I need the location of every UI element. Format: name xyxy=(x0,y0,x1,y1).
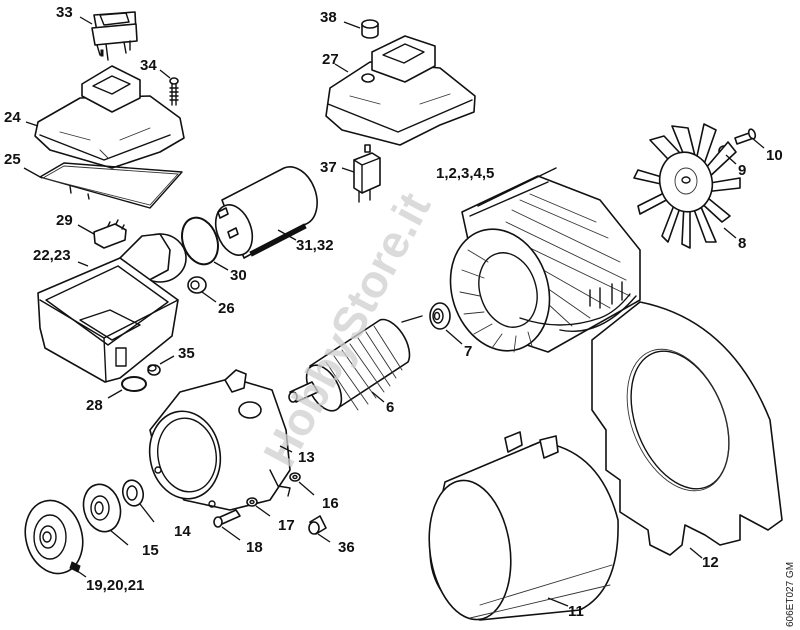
label-10: 10 xyxy=(766,147,783,164)
label-11: 11 xyxy=(568,603,584,620)
label-28: 28 xyxy=(86,397,103,414)
part-37-thermal-switch[interactable] xyxy=(353,144,381,203)
label-14: 14 xyxy=(174,523,191,540)
label-27: 27 xyxy=(322,51,339,68)
part-26-grommet[interactable] xyxy=(187,276,207,294)
part-38-cap[interactable] xyxy=(361,19,379,39)
label-24: 24 xyxy=(4,109,21,126)
label-1-5: 1,2,3,4,5 xyxy=(436,165,494,182)
part-8-fan-wheel[interactable] xyxy=(633,123,741,249)
drawing-code: 606ET027 GM xyxy=(785,562,796,627)
label-31-32: 31,32 xyxy=(296,237,334,254)
part-24-switch-cover[interactable] xyxy=(34,65,185,169)
label-19-20-21: 19,20,21 xyxy=(86,577,144,594)
label-26: 26 xyxy=(218,300,235,317)
part-6-rotor[interactable] xyxy=(288,315,423,417)
label-13: 13 xyxy=(298,449,315,466)
part-12-baffle-plate[interactable] xyxy=(591,301,783,556)
part-14-oil-seal[interactable] xyxy=(120,478,146,508)
label-37: 37 xyxy=(320,159,337,176)
part-31-32-capacitor[interactable] xyxy=(209,166,318,260)
part-13-motor-flange[interactable] xyxy=(143,369,291,511)
part-1-5-stator[interactable] xyxy=(435,167,641,364)
part-36-sleeve[interactable] xyxy=(308,515,327,535)
part-17-washer[interactable] xyxy=(246,497,258,507)
part-10-screw[interactable] xyxy=(734,128,757,145)
leader-lines xyxy=(23,16,765,607)
part-30-o-ring[interactable] xyxy=(176,213,224,270)
label-8: 8 xyxy=(738,235,746,252)
part-19-20-21-wobble-plate[interactable] xyxy=(17,494,90,580)
label-16: 16 xyxy=(322,495,339,512)
label-7: 7 xyxy=(464,343,472,360)
part-27-cover[interactable] xyxy=(325,35,476,146)
part-15-ball-bearing[interactable] xyxy=(78,480,125,536)
part-35-plug[interactable] xyxy=(147,364,161,376)
label-29: 29 xyxy=(56,212,73,229)
label-12: 12 xyxy=(702,554,719,571)
label-6: 6 xyxy=(386,399,394,416)
part-18-screw[interactable] xyxy=(213,509,241,528)
label-22-23: 22,23 xyxy=(33,247,71,264)
label-18: 18 xyxy=(246,539,263,556)
label-36: 36 xyxy=(338,539,355,556)
label-33: 33 xyxy=(56,4,73,21)
part-25-gasket[interactable] xyxy=(39,162,183,209)
part-29-micro-switch[interactable] xyxy=(93,219,127,249)
part-11-motor-shroud[interactable] xyxy=(421,431,619,625)
label-25: 25 xyxy=(4,151,21,168)
label-35: 35 xyxy=(178,345,195,362)
label-15: 15 xyxy=(142,542,159,559)
label-38: 38 xyxy=(320,9,337,26)
label-34: 34 xyxy=(140,57,157,74)
part-28-o-ring[interactable] xyxy=(121,376,147,392)
label-30: 30 xyxy=(230,267,247,284)
part-22-23-terminal-box[interactable] xyxy=(37,233,187,383)
label-9: 9 xyxy=(738,162,746,179)
part-7-ball-bearing[interactable] xyxy=(429,302,451,330)
part-33-rocker-switch[interactable] xyxy=(91,11,138,61)
part-16-washer[interactable] xyxy=(289,472,301,482)
label-17: 17 xyxy=(278,517,295,534)
part-34-screw[interactable] xyxy=(169,77,179,106)
